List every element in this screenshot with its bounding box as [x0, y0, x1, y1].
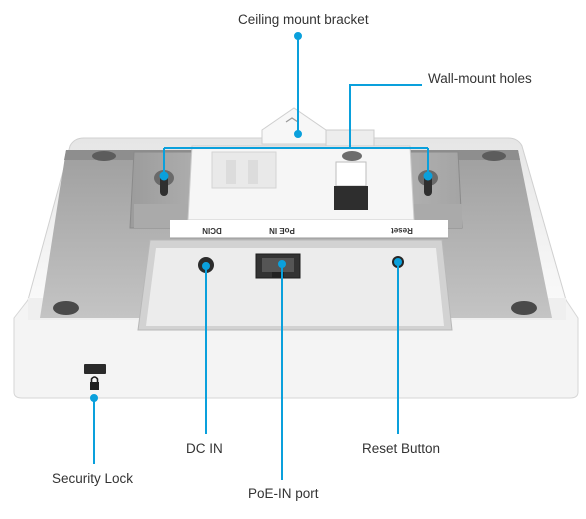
leader-dc-in	[202, 262, 210, 434]
leader-wall-mount	[159, 84, 433, 181]
leader-ceiling-bracket	[294, 32, 302, 138]
port-label-strip: DCIN PoE IN Reset	[170, 220, 448, 239]
leader-lines	[90, 32, 433, 480]
device-label-reset: Reset	[391, 226, 413, 235]
security-lock-slot	[84, 364, 106, 390]
callout-reset-button: Reset Button	[362, 441, 441, 456]
callout-poe-in-port: PoE-IN port	[248, 486, 319, 501]
port-bay	[137, 239, 453, 331]
callout-ceiling-mount-bracket: Ceiling mount bracket	[238, 12, 369, 27]
leader-poe-in	[278, 260, 286, 480]
corner-screw-holes	[53, 151, 537, 315]
poe-in-port	[255, 253, 301, 279]
device-label-poe-in: PoE IN	[269, 226, 295, 235]
callout-dc-in: DC IN	[186, 441, 223, 456]
callout-security-lock: Security Lock	[52, 471, 134, 486]
ceiling-mount-bracket	[187, 107, 415, 221]
device-label-dcin: DCIN	[202, 226, 222, 235]
leader-security-lock	[90, 394, 98, 464]
leader-reset	[394, 258, 402, 434]
callout-wall-mount-holes: Wall-mount holes	[428, 71, 532, 86]
